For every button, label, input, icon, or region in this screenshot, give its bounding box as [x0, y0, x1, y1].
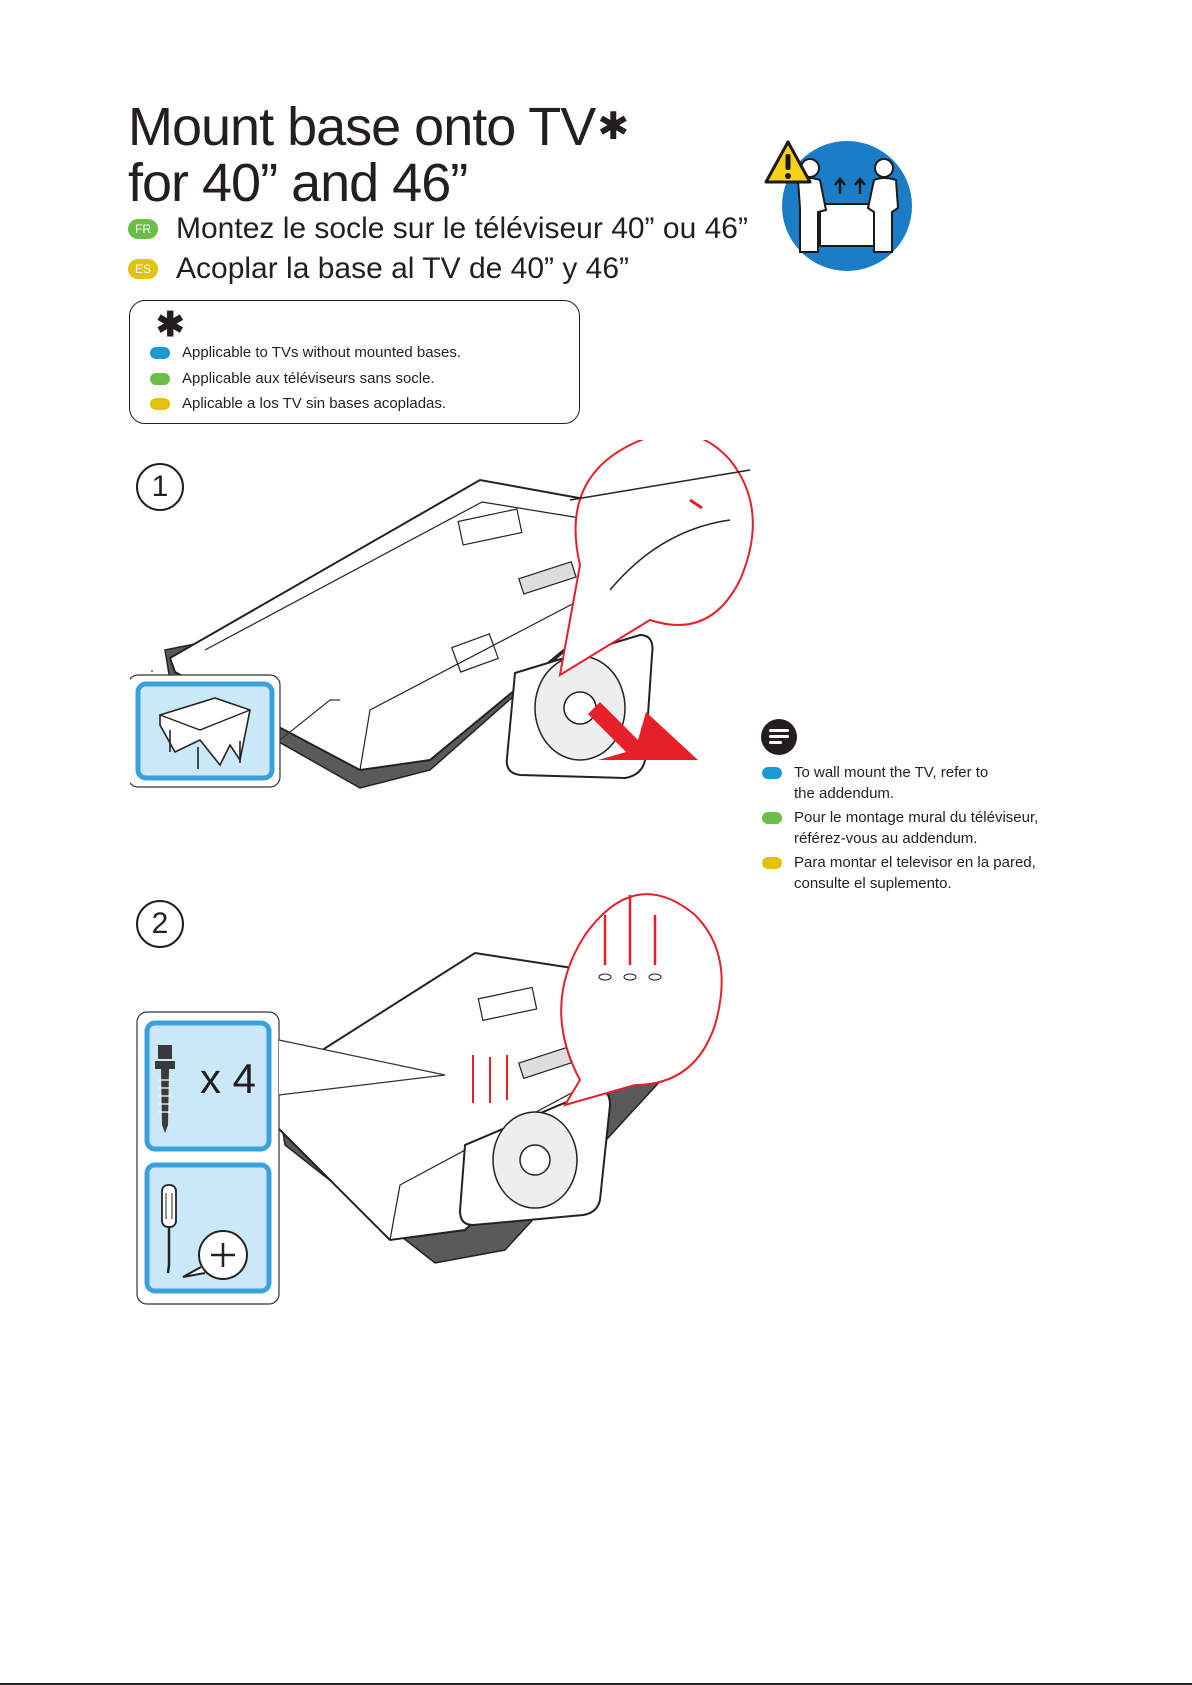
step-2-illustration — [136, 893, 723, 1305]
en-dot — [762, 767, 782, 779]
warning-icon — [764, 140, 812, 184]
screwdriver-icon — [161, 1184, 177, 1274]
step-1-number: 1 — [136, 463, 184, 511]
page-subtitle: for 40” and 46” — [128, 153, 468, 213]
tablecloth-icon — [159, 697, 251, 769]
step-2-number: 2 — [136, 900, 184, 948]
es-dot — [150, 397, 170, 410]
es-dot — [762, 857, 782, 869]
fr-badge: FR — [128, 219, 158, 239]
es-badge: ES — [128, 259, 158, 279]
screw-count: x 4 — [200, 1055, 257, 1102]
page-bottom-rule — [0, 1683, 1192, 1685]
title-es: ES Acoplar la base al TV de 40” y 46” — [128, 252, 629, 286]
asterisk-icon: ✱ — [156, 306, 185, 344]
note-line-en: Applicable to TVs without mounted bases. — [150, 344, 461, 361]
note-line-fr: Applicable aux téléviseurs sans socle. — [150, 370, 435, 387]
note-line-es: Aplicable a los TV sin bases acopladas. — [150, 395, 446, 412]
applicability-note-box — [129, 300, 580, 424]
en-dot — [150, 346, 170, 359]
info-note-icon — [761, 719, 797, 755]
info-es: Para montar el televisor en la pared,con… — [762, 852, 1038, 894]
fr-dot — [762, 812, 782, 824]
warning-lift-illustration — [764, 140, 912, 271]
info-fr: Pour le montage mural du téléviseur,réfé… — [762, 807, 1038, 849]
two-person-lift-icon — [796, 158, 900, 253]
asterisk-icon: ✱ — [597, 106, 629, 148]
step-1-illustration — [130, 440, 754, 789]
phillips-head-icon — [182, 1230, 248, 1280]
title-fr: FR Montez le socle sur le téléviseur 40”… — [128, 212, 748, 246]
screw-icon — [155, 1045, 175, 1133]
fr-dot — [150, 372, 170, 385]
page-title: Mount base onto TV✱ — [128, 97, 629, 157]
